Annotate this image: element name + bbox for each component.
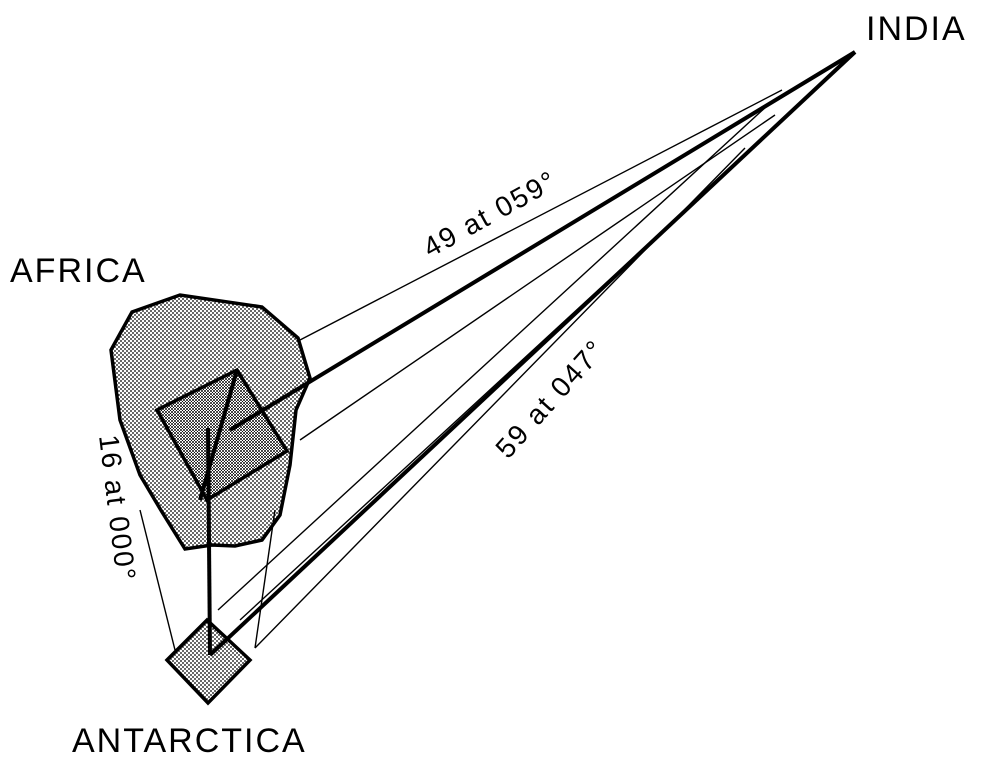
africa-antarctica-bracket-right: [254, 509, 276, 649]
india-antarctica-vector: [208, 50, 857, 657]
india-africa-envelope-lower: [299, 114, 776, 441]
africa-frame-diagonal: [198, 369, 239, 501]
india-africa-envelope-upper: [299, 89, 783, 341]
india-africa-vector-label: 49 at 059°: [418, 164, 562, 263]
africa-label: AFRICA: [10, 252, 147, 290]
india-label: INDIA: [866, 10, 967, 48]
india-africa-vector: [228, 50, 857, 432]
antarctica-label: ANTARCTICA: [72, 722, 307, 759]
africa-inner-square: [154, 367, 290, 503]
india-antarctica-vector-label: 59 at 047°: [489, 333, 611, 464]
india-antarctica-envelope-upper: [217, 104, 769, 611]
africa-antarctica-bracket-left: [139, 509, 176, 651]
antarctica-square: [164, 617, 253, 706]
